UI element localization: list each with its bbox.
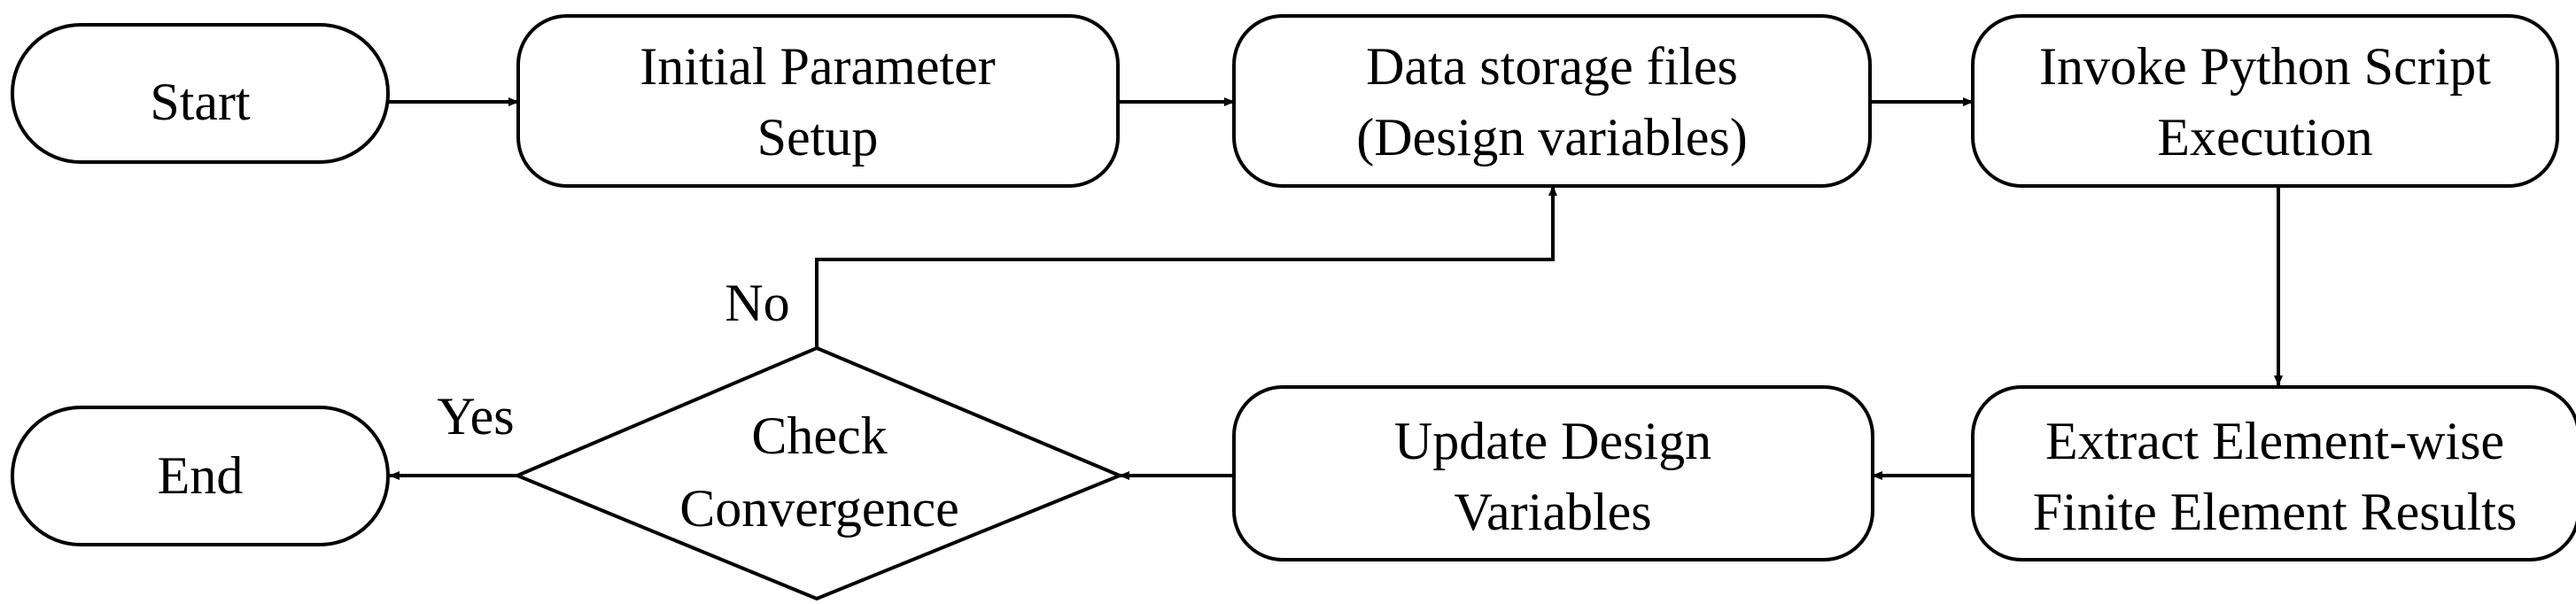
- node-check-convergence-line-2: Convergence: [679, 479, 958, 538]
- node-update-design: Update Design Variables: [1232, 385, 1874, 561]
- node-data-storage-line-2: (Design variables): [1356, 108, 1748, 166]
- node-update-design-line-1: Update Design: [1394, 412, 1711, 470]
- node-initial-setup: Initial Parameter Setup: [516, 14, 1120, 188]
- node-initial-setup-shape: [516, 14, 1120, 188]
- node-invoke-python: Invoke Python Script Execution: [1971, 14, 2559, 188]
- node-extract-results-line-1: Extract Element-wise: [2045, 412, 2504, 470]
- node-initial-setup-line-2: Setup: [757, 108, 879, 166]
- node-end-label: End: [158, 446, 244, 505]
- node-check-convergence: Check Convergence: [512, 345, 1125, 601]
- node-initial-setup-line-1: Initial Parameter: [640, 37, 996, 96]
- node-invoke-python-shape: [1971, 14, 2559, 188]
- node-check-convergence-shape: [512, 345, 1125, 601]
- node-start: Start: [11, 23, 390, 164]
- node-data-storage-line-1: Data storage files: [1366, 37, 1738, 96]
- node-end: End: [11, 406, 390, 546]
- node-check-convergence-line-1: Check: [751, 407, 887, 465]
- node-update-design-shape: [1232, 385, 1874, 561]
- node-start-label: Start: [150, 73, 251, 131]
- node-start-shape: [11, 23, 390, 164]
- node-extract-results-line-2: Finite Element Results: [2033, 483, 2518, 541]
- node-invoke-python-line-1: Invoke Python Script: [2039, 37, 2491, 96]
- node-end-shape: [11, 406, 390, 546]
- node-data-storage-shape: [1232, 14, 1872, 188]
- node-data-storage: Data storage files (Design variables): [1232, 14, 1872, 188]
- edge-check-to-storage-no: [815, 185, 1557, 348]
- node-update-design-line-2: Variables: [1454, 483, 1651, 541]
- node-extract-results: Extract Element-wise Finite Element Resu…: [1971, 385, 2576, 561]
- edge-label-no: No: [725, 274, 789, 332]
- node-extract-results-shape: [1971, 385, 2576, 561]
- node-invoke-python-line-2: Execution: [2157, 108, 2372, 166]
- edge-label-yes: Yes: [437, 387, 514, 445]
